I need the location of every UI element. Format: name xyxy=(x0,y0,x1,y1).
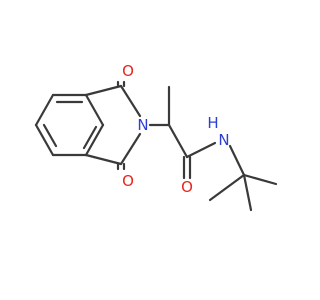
atom-labels: O N O O H N xyxy=(122,62,230,196)
bond-alpha-amide-c xyxy=(167,123,189,159)
atom-h-amide: H xyxy=(207,114,218,132)
bonds xyxy=(34,80,278,212)
bond-ring-n-c3 xyxy=(119,132,142,166)
bond-aromatic-inner-3 xyxy=(42,123,58,148)
atom-n-amide: N xyxy=(218,131,229,149)
bond-ring-3 xyxy=(84,123,105,157)
atom-o-bottom: O xyxy=(122,172,134,190)
bond-tbutyl-down xyxy=(242,173,253,212)
bond-aromatic-inner-2 xyxy=(82,125,98,150)
bond-n-tbutyl xyxy=(228,144,246,177)
bond-ring-c1-top xyxy=(84,84,123,97)
molecule-structure: O N O O H N xyxy=(34,62,278,212)
bond-tbutyl-right xyxy=(242,173,278,186)
bond-tbutyl-left xyxy=(208,173,246,202)
bond-ring-c3-bottom xyxy=(84,153,123,166)
bond-ring-6 xyxy=(34,93,55,127)
bond-ring-c1-n xyxy=(119,84,142,118)
atom-o-amide: O xyxy=(181,178,193,196)
atom-o-top: O xyxy=(122,62,134,80)
atom-n-ring: N xyxy=(137,116,148,134)
bond-ring-5 xyxy=(34,123,55,157)
bond-amide-c-n xyxy=(185,141,217,159)
bond-ring-2 xyxy=(84,93,105,127)
